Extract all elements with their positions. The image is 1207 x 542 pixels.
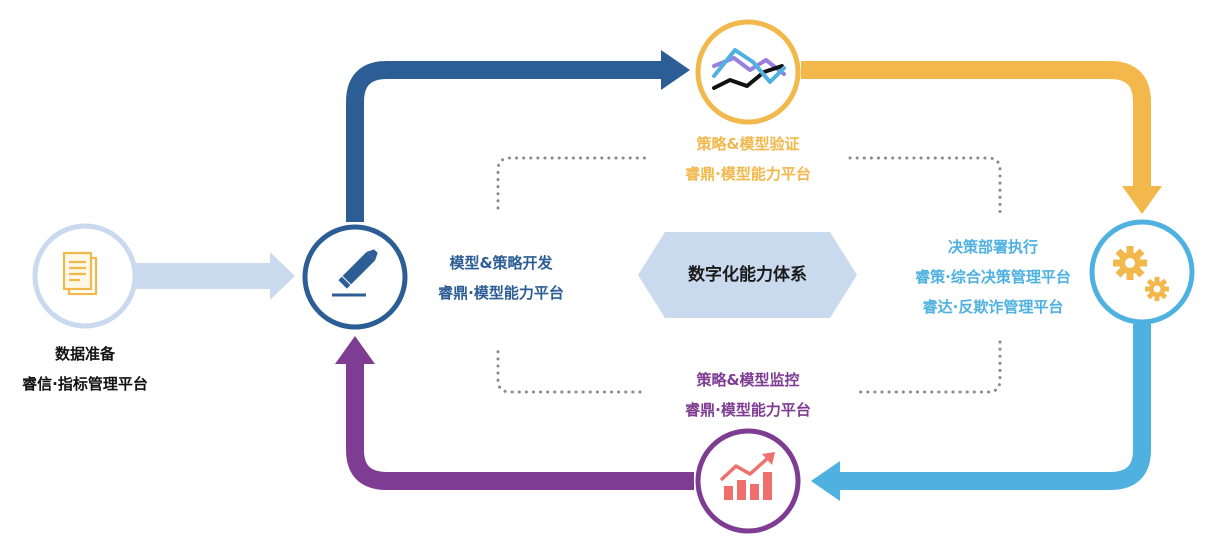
arrow-deploy-to-monitor [838,324,1151,490]
monitor-platform: 睿鼎·模型能力平台 [685,401,811,419]
monitor-label: 策略&模型监控 睿鼎·模型能力平台 [663,365,833,425]
dotted-frame [496,156,1002,394]
deploy-title: 决策部署执行 [947,238,1038,256]
node-develop [302,224,408,330]
pencil-icon [332,247,380,297]
develop-label: 模型&策略开发 睿鼎·模型能力平台 [416,248,586,308]
data-prep-label: 数据准备 睿信·指标管理平台 [10,339,160,399]
node-validate [695,19,801,125]
node-monitor [695,428,801,534]
arrowhead-validate-to-deploy [1122,186,1162,214]
arrowhead-develop-to-validate [661,50,690,90]
develop-platform: 睿鼎·模型能力平台 [438,284,564,302]
growth-chart-icon [719,452,775,500]
hub-hexagon [638,232,857,318]
gears-icon [1113,246,1169,301]
develop-title: 模型&策略开发 [449,254,553,272]
arrow-develop-to-validate [346,61,663,222]
arrow-monitor-to-develop [346,362,694,490]
input-arrow [133,252,295,300]
arrowhead-monitor-to-develop [335,336,375,364]
deploy-label: 决策部署执行 睿策·综合决策管理平台 睿达·反欺诈管理平台 [888,232,1098,322]
arrow-validate-to-deploy [801,61,1151,188]
node-deploy [1089,219,1195,325]
data-prep-title: 数据准备 [54,345,115,363]
arrowhead-deploy-to-monitor [811,461,840,501]
line-chart-icon [712,48,786,90]
validate-platform: 睿鼎·模型能力平台 [685,165,811,183]
node-data-prep [32,223,138,329]
validate-title: 策略&模型验证 [696,135,800,153]
data-prep-platform: 睿信·指标管理平台 [22,375,148,393]
monitor-title: 策略&模型监控 [696,371,800,389]
document-icon [62,251,98,296]
deploy-platform-2: 睿达·反欺诈管理平台 [922,298,1064,316]
validate-label: 策略&模型验证 睿鼎·模型能力平台 [663,129,833,189]
hub-label: 数字化能力体系 [688,265,807,285]
deploy-platform-1: 睿策·综合决策管理平台 [915,268,1071,286]
